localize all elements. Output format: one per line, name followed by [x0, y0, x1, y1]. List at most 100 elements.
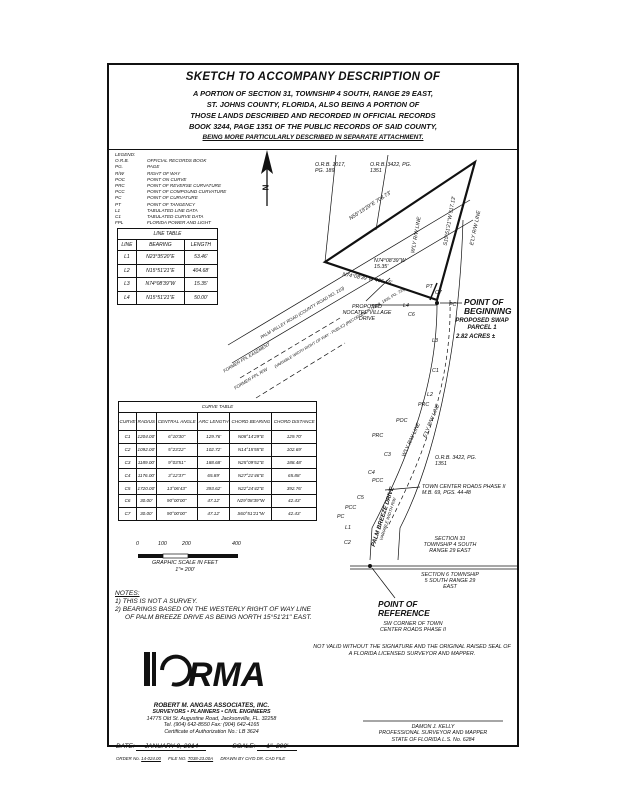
- scale-tick-100: 100: [158, 541, 167, 547]
- c5-label: C5: [357, 495, 364, 501]
- order-label: ORDER No.: [116, 756, 140, 761]
- table-cell: 50.00': [183, 290, 219, 306]
- l1-label: L1: [345, 525, 351, 531]
- legend-item: PG. PAGE: [115, 164, 226, 170]
- section-31-label: SECTION 31 TOWNSHIP 4 SOUTH RANGE 29 EAS…: [423, 536, 477, 554]
- file-label: FILE NO.: [168, 756, 187, 761]
- pc-label-2: PC: [337, 514, 345, 520]
- company-license: Certificate of Authorization No.: LB 362…: [164, 728, 259, 735]
- poc-label: POC: [396, 418, 408, 424]
- pcc-label-2: PCC: [345, 505, 357, 511]
- c3-label: C3: [384, 452, 391, 458]
- acres-label: 2.82 ACRES ±: [456, 334, 496, 340]
- pc-label: PC: [449, 302, 457, 308]
- orb-3422-line: [375, 154, 389, 231]
- scale-caption: GRAPHIC SCALE IN FEET: [152, 560, 218, 566]
- table-cell: C3: [118, 455, 137, 470]
- swap-parcel-boundary: [322, 159, 477, 302]
- pt-label: PT: [426, 284, 433, 290]
- rma-logo: RMA: [142, 648, 268, 698]
- legend-key: FPL: [115, 220, 124, 226]
- former-fpl-line: [239, 317, 341, 379]
- n74-short-bearing-label: N74°08'39"W 15.35': [374, 258, 406, 270]
- description-line-3: THOSE LANDS DESCRIBED AND RECORDED IN OF…: [190, 111, 436, 120]
- surveyor-license: STATE OF FLORIDA L.S. No. 6284: [391, 736, 475, 743]
- graphic-scale: [138, 553, 238, 559]
- notes: NOTES: 1) THIS IS NOT A SURVEY. 2) BEARI…: [115, 590, 312, 622]
- orb-1017-label: O.R.B. 1017, PG. 189: [315, 162, 346, 174]
- note-item: 1) THIS IS NOT A SURVEY.: [115, 598, 198, 605]
- point-of-reference-label: POINT OF REFERENCE: [378, 599, 430, 618]
- nocatee-leader: [365, 277, 391, 302]
- company-block: ROBERT M. ANGAS ASSOCIATES, INC. SURVEYO…: [114, 702, 309, 735]
- sketch-title: SKETCH TO ACCOMPANY DESCRIPTION OF: [185, 71, 441, 83]
- legend-key: R/W: [115, 170, 124, 176]
- certification-text: NOT VALID WITHOUT THE SIGNATURE AND THE …: [313, 644, 511, 657]
- curve-table-header: CHORD DISTANCE: [271, 412, 317, 431]
- point-of-reference-icon: [368, 564, 372, 568]
- surveyor-name: DAMON J. KELLY: [411, 724, 455, 730]
- note-item: OF PALM BREEZE DRIVE AS BEING NORTH 15°5…: [125, 614, 312, 621]
- description-line-4: BOOK 3244, PAGE 1351 OF THE PUBLIC RECOR…: [188, 122, 438, 131]
- north-arrow-icon: [261, 150, 273, 206]
- legend-value: PAGE: [147, 164, 160, 170]
- table-cell: 42.43': [271, 506, 317, 521]
- legend-value: TABULATED CURVE DATA: [147, 214, 204, 220]
- footer-rest: DRAWN BY CH'D DR. CAD FILE: [220, 756, 286, 761]
- palm-valley-road-north-line: [227, 199, 471, 346]
- file-value: T038-23.00A: [187, 756, 214, 761]
- swap-parcel-label: PROPOSED SWAP PARCEL 1: [455, 318, 509, 331]
- reference-desc-label: SW CORNER OF TOWN CENTER ROADS PHASE II: [380, 621, 446, 633]
- curve-table-header: ARC LENGTH: [196, 412, 231, 431]
- pcc-label: PCC: [372, 478, 384, 484]
- company-services: SURVEYORS • PLANNERS • CIVIL ENGINEERS: [152, 709, 271, 716]
- legend-value: POINT OF CURVATURE: [147, 195, 198, 201]
- surveyor-title: PROFESSIONAL SURVEYOR AND MAPPER: [378, 730, 488, 737]
- legend-key: PG.: [115, 164, 123, 170]
- wly-row-line: [369, 299, 438, 561]
- company-phone: Tel. (904) 642-8550 Fax: (904) 642-4165: [163, 722, 260, 729]
- prc-label: PRC: [418, 402, 430, 408]
- curve-table: CURVE TABLE CURVE RADIUS CENTRAL ANGLE A…: [118, 401, 317, 521]
- drawing-frame: [107, 63, 519, 747]
- legend-value: OFFICIAL RECORDS BOOK: [147, 158, 207, 164]
- l4-label: L4: [403, 303, 409, 309]
- section-6-label: SECTION 6 TOWNSHIP 5 SOUTH RANGE 29 EAST: [421, 572, 479, 590]
- scale-tick-400: 400: [232, 541, 241, 547]
- orb-3422-mid-label: O.R.B. 3422, PG. 1351: [435, 455, 477, 467]
- footer-row: ORDER No. 14-024.00 FILE NO. T038-23.00A…: [116, 756, 285, 761]
- legend-item: C1 TABULATED CURVE DATA: [115, 214, 226, 220]
- centerline: [386, 299, 451, 529]
- curve-table-header: CHORD BEARING: [229, 412, 273, 431]
- rma-logo-icon: RMA: [144, 652, 265, 694]
- description-line-1: A PORTION OF SECTION 31, TOWNSHIP 4 SOUT…: [192, 89, 434, 98]
- table-cell: C7: [118, 506, 137, 521]
- table-cell: 90°00'00": [155, 506, 198, 521]
- legend-key: O.R.B.: [115, 158, 129, 164]
- legend-item: PC POINT OF CURVATURE: [115, 195, 226, 201]
- c6-label: C6: [408, 312, 415, 318]
- legend-key: POC: [115, 176, 125, 182]
- c7-curve-mark: [429, 282, 438, 301]
- legend-key: PC: [115, 195, 122, 201]
- l2-label: L2: [427, 392, 433, 398]
- table-cell: N25°09'51"E: [229, 455, 273, 470]
- legend-key: C1: [115, 214, 121, 220]
- ely-row-line: [397, 219, 464, 561]
- legend-key: L1: [115, 207, 121, 213]
- scale-tick-0: 0: [136, 541, 139, 547]
- company-name: ROBERT M. ANGAS ASSOCIATES, INC.: [153, 702, 270, 709]
- legend-key: PT: [115, 201, 121, 207]
- c2-label: C2: [344, 540, 351, 546]
- point-of-beginning-label: POINT OF BEGINNING: [464, 297, 512, 316]
